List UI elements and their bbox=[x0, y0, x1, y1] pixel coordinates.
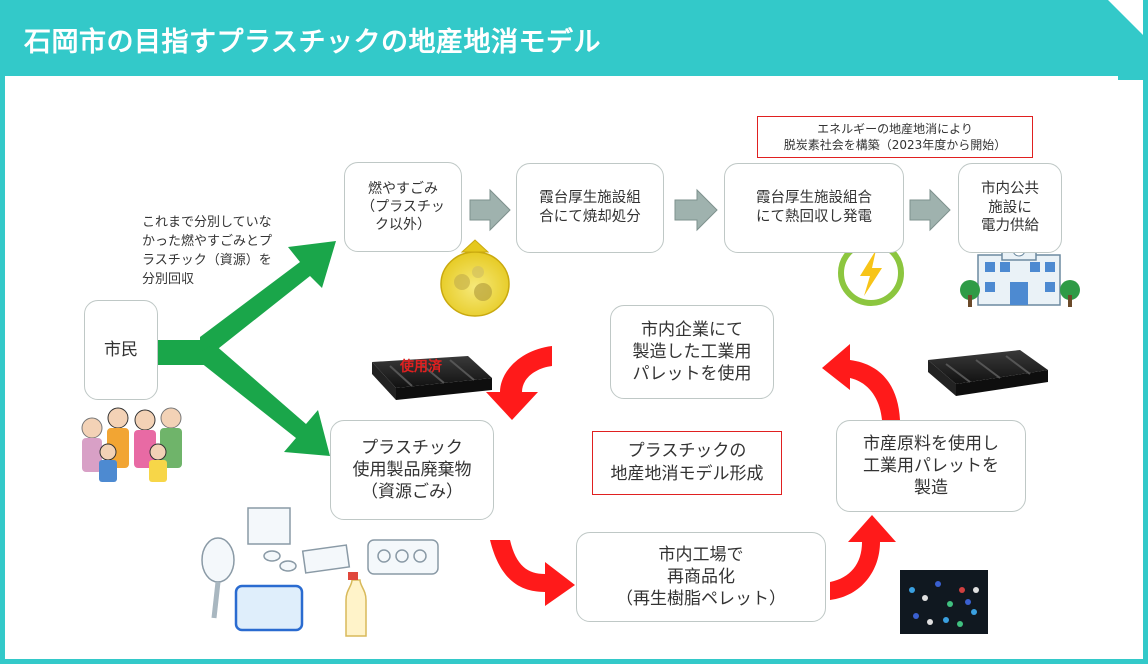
manufacture-box: 市産原料を使用し 工業用パレットを 製造 bbox=[836, 420, 1026, 512]
gray-arrow-3 bbox=[909, 188, 951, 232]
resin-pellets-icon bbox=[900, 570, 988, 634]
power-generation-box: 霞台厚生施設組合 にて熱回収し発電 bbox=[724, 163, 904, 253]
red-arrow-left-down bbox=[486, 346, 552, 420]
citizens-family-icon bbox=[81, 407, 182, 482]
factory-recycle-label: 市内工場で 再商品化 （再生樹脂ペレット） bbox=[616, 544, 786, 610]
citizens-label: 市民 bbox=[104, 339, 138, 360]
incineration-label: 霞台厚生施設組 合にて焼却処分 bbox=[539, 190, 641, 225]
red-arrow-up-right bbox=[830, 515, 896, 600]
red-arrow-down-right bbox=[490, 540, 575, 606]
green-split-arrow bbox=[155, 241, 336, 456]
power-supply-box: 市内公共 施設に 電力供給 bbox=[958, 163, 1062, 253]
factory-recycle-box: 市内工場で 再商品化 （再生樹脂ペレット） bbox=[576, 532, 826, 622]
header-band bbox=[0, 0, 1148, 80]
page-title: 石岡市の目指すプラスチックの地産地消モデル bbox=[24, 27, 601, 58]
garbage-bag-icon bbox=[440, 239, 510, 317]
used-pallet-stamp: 使用済 bbox=[400, 359, 442, 375]
separation-note: これまで分別していな かった燃やすごみとプ ラスチック（資源）を 分別回収 bbox=[142, 215, 273, 287]
decarbonization-note-text: エネルギーの地産地消により 脱炭素社会を構築（2023年度から開始） bbox=[783, 121, 1007, 152]
pallet-icon-new bbox=[928, 350, 1048, 396]
burnable-waste-box: 燃やすごみ （プラスチッ ク以外） bbox=[344, 162, 462, 252]
plastic-waste-label: プラスチック 使用製品廃棄物 （資源ごみ） bbox=[352, 437, 472, 503]
company-use-box: 市内企業にて 製造した工業用 パレットを使用 bbox=[610, 305, 774, 399]
pallet-icon-used bbox=[372, 356, 492, 400]
model-center-label: プラスチックの 地産地消モデル形成 bbox=[610, 441, 764, 484]
incineration-box: 霞台厚生施設組 合にて焼却処分 bbox=[516, 163, 664, 253]
red-arrow-up-left bbox=[822, 344, 900, 420]
power-generation-label: 霞台厚生施設組合 にて熱回収し発電 bbox=[756, 190, 872, 225]
power-supply-label: 市内公共 施設に 電力供給 bbox=[981, 180, 1039, 235]
gray-arrow-2 bbox=[674, 188, 718, 232]
company-use-label: 市内企業にて 製造した工業用 パレットを使用 bbox=[632, 319, 752, 385]
plastic-items-icon bbox=[201, 507, 439, 637]
model-center-box: プラスチックの 地産地消モデル形成 bbox=[592, 431, 782, 495]
plastic-waste-box: プラスチック 使用製品廃棄物 （資源ごみ） bbox=[330, 420, 494, 520]
citizens-box: 市民 bbox=[84, 300, 158, 400]
decarbonization-note: エネルギーの地産地消により 脱炭素社会を構築（2023年度から開始） bbox=[757, 116, 1033, 158]
burnable-waste-label: 燃やすごみ （プラスチッ ク以外） bbox=[361, 180, 445, 234]
manufacture-label: 市産原料を使用し 工業用パレットを 製造 bbox=[863, 433, 999, 499]
gray-arrow-1 bbox=[469, 188, 511, 232]
